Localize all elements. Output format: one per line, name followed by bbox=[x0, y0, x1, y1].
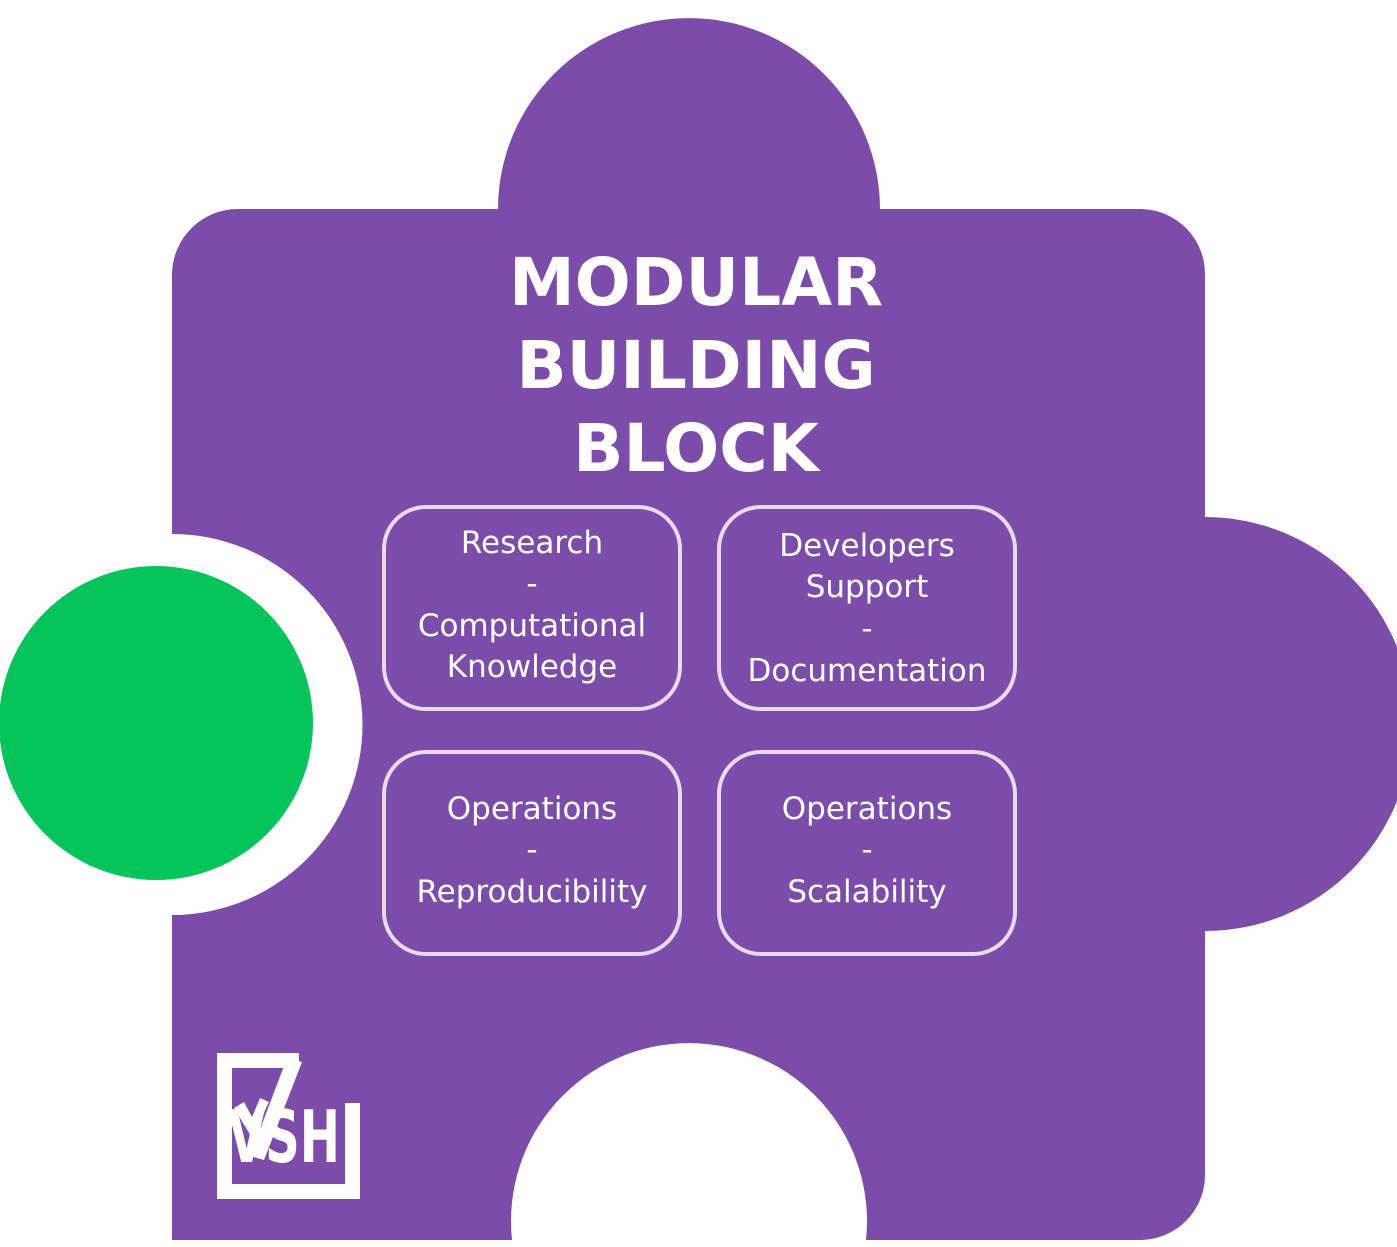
title-line-2: BUILDING bbox=[516, 327, 875, 404]
box-developers-line-4: Documentation bbox=[748, 653, 987, 689]
green-knob-circle bbox=[0, 566, 313, 880]
title-line-3: BLOCK bbox=[573, 410, 822, 487]
box-developers-line-3: - bbox=[861, 611, 872, 647]
box-developers-line-1: Developers bbox=[779, 528, 955, 564]
title-line-1: MODULAR bbox=[509, 244, 883, 321]
box-reproducibility-line-3: Reproducibility bbox=[417, 874, 648, 910]
box-developers-line-2: Support bbox=[806, 569, 929, 605]
box-reproducibility-line-2: - bbox=[526, 832, 537, 868]
box-research-line-4: Knowledge bbox=[447, 649, 617, 685]
box-research-line-3: Computational bbox=[418, 608, 646, 644]
box-research-line-2: - bbox=[526, 566, 537, 602]
vsh-logo-check-mark bbox=[234, 1098, 269, 1138]
box-scalability-line-3: Scalability bbox=[787, 874, 946, 910]
vsh-logo-text: VSH bbox=[228, 1095, 340, 1179]
vsh-logo-v-stroke bbox=[250, 1058, 302, 1160]
box-scalability-line-2: - bbox=[861, 832, 872, 868]
box-developers-support: Developers Support - Documentation bbox=[717, 505, 1017, 711]
vsh-logo-icon: VSH bbox=[217, 1053, 360, 1199]
box-research-line-1: Research bbox=[461, 525, 603, 561]
box-operations-reproducibility: Operations - Reproducibility bbox=[382, 750, 682, 956]
box-research: Research - Computational Knowledge bbox=[382, 505, 682, 711]
box-operations-scalability: Operations - Scalability bbox=[717, 750, 1017, 956]
vsh-logo-frame bbox=[217, 1053, 360, 1199]
box-reproducibility-line-1: Operations bbox=[447, 791, 617, 827]
box-scalability-line-1: Operations bbox=[782, 791, 952, 827]
